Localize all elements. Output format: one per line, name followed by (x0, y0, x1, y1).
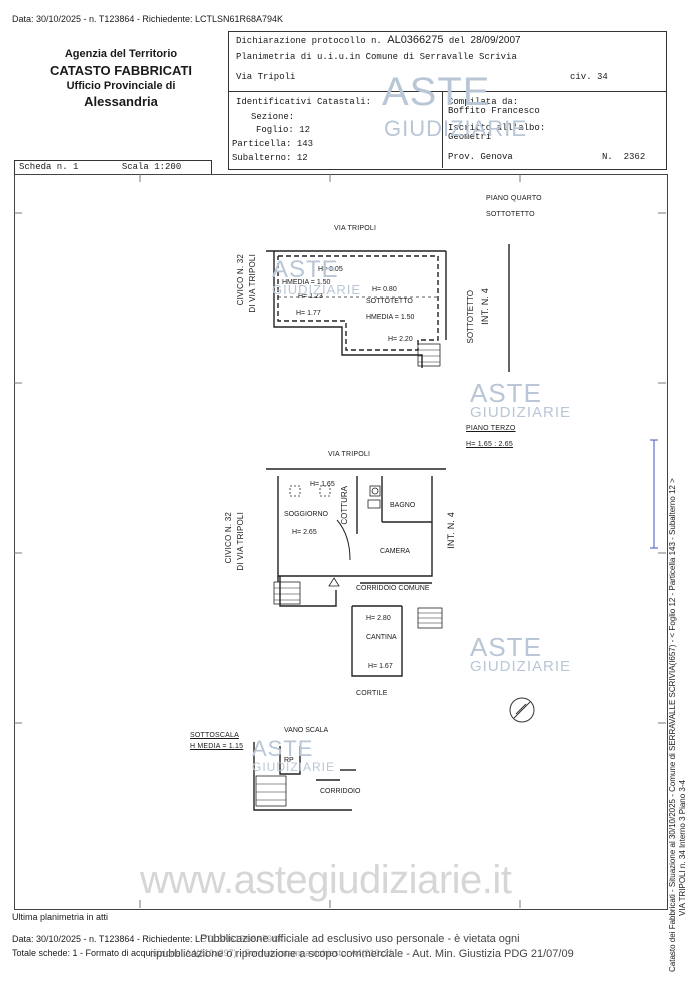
protocol-date: 28/09/2007 (470, 35, 521, 46)
bagno-label: BAGNO (390, 502, 416, 509)
di-via-label-2: DI VIA TRIPOLI (236, 512, 245, 571)
sottoscala-label: SOTTOSCALA (190, 732, 239, 739)
foglio-label: Foglio: (256, 125, 294, 135)
notice-line-1: Pubblicazione ufficiale ad esclusivo uso… (200, 933, 520, 945)
header-vdivider (442, 91, 443, 168)
particella-value: 143 (296, 139, 314, 149)
corridoio-comune-label: CORRIDOIO COMUNE (356, 585, 430, 592)
via-tripoli-label-1: VIA TRIPOLI (334, 225, 377, 232)
address-street: Via Tripoli (236, 72, 296, 82)
h-terzo-label: H= 1.65 : 2.65 (466, 441, 513, 448)
vano-scala-label: VANO SCALA (284, 727, 329, 734)
header-divider (228, 91, 666, 92)
h-167: H= 1.67 (368, 663, 393, 670)
top-data-line: Data: 30/10/2025 - n. T123864 - Richiede… (12, 14, 284, 24)
piano-terzo-label: PIANO TERZO (466, 425, 516, 432)
compilata-label: Compilata da: (448, 97, 519, 107)
catasto-title: CATASTO FABBRICATI (49, 63, 193, 78)
di-via-label-1: DI VIA TRIPOLI (248, 254, 257, 313)
watermark-aste-3: ASTE (470, 378, 542, 408)
scala-value: Scala 1:200 (121, 162, 182, 172)
scheda-number: Scheda n. 1 (19, 162, 79, 172)
int4-label-2: INT. N. 4 (446, 512, 456, 549)
subalterno-label: Subalterno: (232, 153, 292, 163)
identificativi-title: Identificativi Catastali: (236, 97, 372, 107)
watermark-giudiziarie-4: GIUDIZIARIE (470, 658, 572, 675)
n-label: N. (602, 152, 613, 162)
rp-label: RP (284, 757, 294, 764)
protocol-number: AL0366275 (387, 34, 444, 46)
camera-label: CAMERA (380, 548, 410, 555)
protocol-label: Dichiarazione protocollo n. (236, 36, 382, 46)
h-media-115-label: H MEDIA = 1.15 (190, 743, 244, 750)
h-165: H= 1.65 (310, 481, 335, 488)
h-123: H= 1.23 (298, 293, 323, 300)
particella-row: Particella: 143 (232, 139, 313, 149)
civico-label-1: CIVICO N. 32 (236, 254, 245, 306)
cantina-label: CANTINA (366, 634, 397, 641)
h-220: H= 2.20 (388, 336, 413, 343)
notice-line-2: ripubblicazione o riproduzione a scopo c… (150, 948, 574, 960)
sottotetto-room: SOTTOTETTO (366, 298, 413, 305)
side-text-2: VIA TRIPOLI n. 34 Interno 3 Piano 3-4 (678, 780, 687, 916)
sottotetto-side: SOTTOTETTO (466, 290, 475, 344)
ufficio-label: Ufficio Provinciale di (66, 80, 176, 92)
iscritto-label: Iscritto all'albo: (448, 123, 546, 133)
n-value: 2362 (623, 152, 646, 162)
watermark-aste-4: ASTE (470, 632, 542, 662)
province-name: Alessandria (84, 94, 158, 109)
watermark-giudiziarie-1: GIUDIZIARIE (384, 116, 528, 141)
h-080: H= 0.80 (372, 286, 397, 293)
watermark-giudiziarie-3: GIUDIZIARIE (470, 404, 572, 421)
prov-value: Prov. Genova (448, 152, 513, 162)
h-265: H= 2.65 (292, 529, 317, 536)
compilata-name: Boffito Francesco (448, 106, 540, 116)
side-text-1: Catasto dei Fabbricati - Situazione al 3… (668, 478, 677, 972)
watermark-giudiziarie-5: GIUDIZIARIE (252, 760, 336, 774)
agency-name: Agenzia del Territorio (64, 48, 178, 60)
agency-block: Agenzia del Territorio CATASTO FABBRICAT… (16, 48, 226, 109)
particella-label: Particella: (232, 139, 292, 149)
subalterno-row: Subalterno: 12 (232, 153, 308, 163)
civico-label-2: CIVICO N. 32 (224, 512, 233, 564)
cortile-label: CORTILE (356, 690, 388, 697)
sottotetto-title: SOTTOTETTO (486, 211, 535, 218)
via-tripoli-label-2: VIA TRIPOLI (328, 451, 371, 458)
watermark-aste-2: ASTE (272, 256, 339, 283)
h-280: H= 2.80 (366, 615, 391, 622)
protocol-del: del (448, 36, 466, 46)
iscrizione-number: N. 2362 (602, 152, 645, 162)
h-177: H= 1.77 (296, 310, 321, 317)
planimetria-line: Planimetria di u.i.u.in Comune di Serrav… (236, 52, 517, 62)
compass-icon (509, 697, 535, 723)
hmedia-150-a: HMEDIA = 1.50 (282, 279, 331, 286)
drawing-frame (14, 174, 668, 910)
soggiorno-label: SOGGIORNO (284, 511, 328, 518)
side-bracket (650, 439, 658, 549)
int4-label-1: INT. N. 4 (480, 288, 490, 325)
piano-quarto-label: PIANO QUARTO (486, 195, 542, 202)
sezione-label: Sezione: (251, 112, 295, 122)
watermark-aste-5: ASTE (252, 736, 314, 761)
watermark-giudiziarie-2: GIUDIZIARIE (272, 282, 362, 297)
foglio-row: Foglio: 12 (256, 125, 310, 135)
foglio-value: 12 (299, 125, 311, 135)
address-civ: civ. 34 (570, 72, 608, 82)
ultima-planimetria: Ultima planimetria in atti (12, 912, 109, 922)
footer-data-line: Data: 30/10/2025 - n. T123864 - Richiede… (12, 934, 284, 944)
cottura-label: COTTURA (340, 486, 349, 525)
header-box (228, 31, 667, 170)
watermark-url: www.astegiudiziarie.it (140, 858, 512, 902)
subalterno-value: 12 (296, 153, 308, 163)
watermark-aste-1: ASTE (382, 70, 491, 114)
hmedia-150-b: HMEDIA = 1.50 (366, 314, 415, 321)
protocol-line: Dichiarazione protocollo n. AL0366275 de… (236, 34, 521, 46)
h-005: H= 0.05 (318, 266, 343, 273)
albo-value: Geometri (448, 132, 492, 142)
corridoio-label: CORRIDOIO (320, 788, 361, 795)
